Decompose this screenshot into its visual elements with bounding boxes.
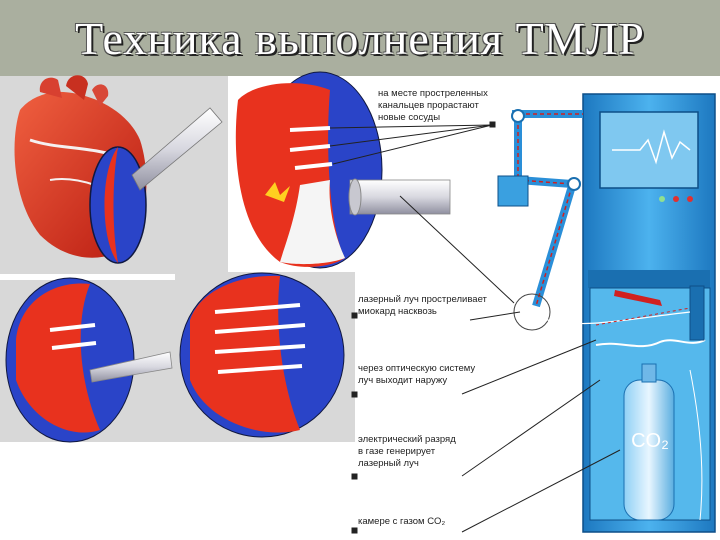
laser-machine bbox=[582, 93, 716, 533]
label-line: луч выходит наружу bbox=[358, 375, 448, 386]
leader-lines bbox=[329, 121, 621, 534]
heart-panel bbox=[0, 75, 228, 274]
co2-cylinder-label: CO₂ bbox=[631, 430, 669, 452]
articulated-arm bbox=[497, 109, 583, 331]
label-line: на месте простреленных bbox=[378, 88, 488, 99]
label-line: новые сосуды bbox=[378, 112, 441, 123]
label-line: лазерный луч bbox=[358, 458, 419, 469]
title-bar bbox=[0, 0, 720, 76]
laser-line bbox=[539, 311, 691, 325]
label-line: миокард насквозь bbox=[358, 306, 437, 317]
slide-title: Техника выполнения ТМЛР bbox=[75, 13, 645, 64]
label-new-vessels: на месте простреленных канальцев прораст… bbox=[378, 88, 488, 124]
label-line: лазерный луч простреливает bbox=[358, 294, 487, 305]
label-discharge: электрический разряд в газе генерирует л… bbox=[358, 434, 456, 470]
label-optical-system: через оптическую систему луч выходит нар… bbox=[358, 363, 475, 387]
label-chamber: камере с газом CO₂ bbox=[358, 516, 446, 527]
label-line: в газе генерирует bbox=[358, 446, 436, 457]
label-line: через оптическую систему bbox=[358, 363, 476, 374]
section-panel-lower-left bbox=[0, 277, 175, 443]
section-panel-lower-middle bbox=[175, 272, 355, 442]
label-laser-pierces: лазерный луч простреливает миокард наскв… bbox=[358, 294, 487, 318]
label-line: канальцев прорастают bbox=[378, 100, 479, 111]
main-section-panel bbox=[230, 71, 451, 272]
label-line: электрический разряд bbox=[358, 434, 456, 445]
